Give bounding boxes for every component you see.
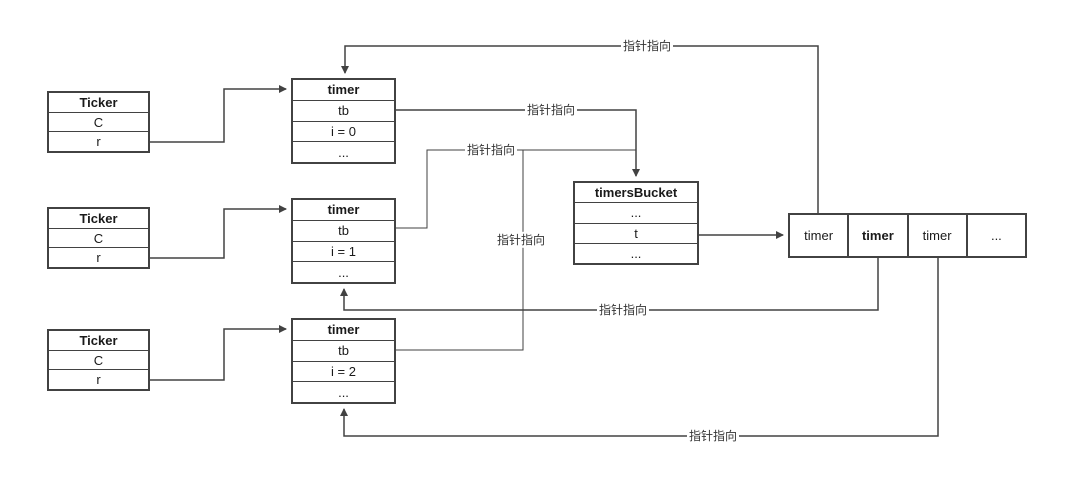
ticker-1-field-C: C [49, 111, 148, 132]
timer-2-field-ellipsis: ... [293, 261, 394, 282]
timer-3-field-ellipsis: ... [293, 381, 394, 402]
ticker-2-field-C: C [49, 227, 148, 248]
timer-2-field-i: i = 1 [293, 240, 394, 262]
timer-1-field-ellipsis: ... [293, 141, 394, 162]
edge-timer3-tb-to-bucket [396, 150, 524, 351]
timer-1-field-tb: tb [293, 99, 394, 121]
edge-ticker1-to-timer1 [150, 85, 287, 143]
pointer-label-array1-timer1: 指针指向 [620, 37, 674, 55]
pointer-label-array2-timer2: 指针指向 [596, 301, 650, 319]
timer-array: timer timer timer ... [788, 213, 1027, 258]
ticker-1-title: Ticker [79, 94, 118, 110]
timers-bucket-box: timersBucket ... t ... [573, 181, 699, 265]
edge-array1-to-timer1 [341, 45, 819, 213]
timers-bucket-field-ellipsis-top: ... [575, 202, 697, 222]
timers-bucket-title: timersBucket [594, 185, 678, 201]
pointer-label-timer1-bucket: 指针指向 [524, 101, 578, 119]
timer-3-field-tb: tb [293, 339, 394, 361]
timer-box-3: timer tb i = 2 ... [291, 318, 396, 404]
timer-3-field-i: i = 2 [293, 360, 394, 382]
timer-1-title: timer [327, 82, 360, 98]
timers-bucket-field-t: t [575, 222, 697, 243]
ticker-box-1: Ticker C r [47, 91, 150, 153]
edge-ticker3-to-timer3 [150, 325, 287, 381]
timer-2-title: timer [327, 202, 360, 218]
timer-box-1: timer tb i = 0 ... [291, 78, 396, 164]
pointer-label-array3-timer3: 指针指向 [686, 427, 740, 445]
edge-ticker2-to-timer2 [150, 205, 287, 259]
timer-array-cell-3: timer [906, 215, 966, 256]
edge-timer2-tb-to-bucket [396, 149, 636, 229]
timer-array-cell-1: timer [790, 215, 848, 256]
pointer-label-timer3-bucket: 指针指向 [494, 231, 548, 249]
ticker-box-2: Ticker C r [47, 207, 150, 269]
ticker-box-3: Ticker C r [47, 329, 150, 391]
ticker-1-field-r: r [49, 131, 148, 151]
edge-timer1-tb-to-bucket [396, 109, 640, 177]
timer-3-title: timer [327, 322, 360, 338]
timer-1-field-i: i = 0 [293, 120, 394, 142]
ticker-3-field-r: r [49, 369, 148, 389]
timers-bucket-field-ellipsis-bottom: ... [575, 242, 697, 263]
timer-array-cell-ellipsis: ... [965, 215, 1025, 256]
timer-array-cell-2: timer [847, 215, 907, 256]
timer-box-2: timer tb i = 1 ... [291, 198, 396, 284]
ticker-2-title: Ticker [79, 210, 118, 226]
ticker-3-title: Ticker [79, 332, 118, 348]
pointer-label-timer2-bucket: 指针指向 [464, 141, 518, 159]
ticker-2-field-r: r [49, 247, 148, 267]
ticker-3-field-C: C [49, 349, 148, 370]
edge-array3-to-timer3 [340, 258, 939, 437]
timer-2-field-tb: tb [293, 219, 394, 241]
